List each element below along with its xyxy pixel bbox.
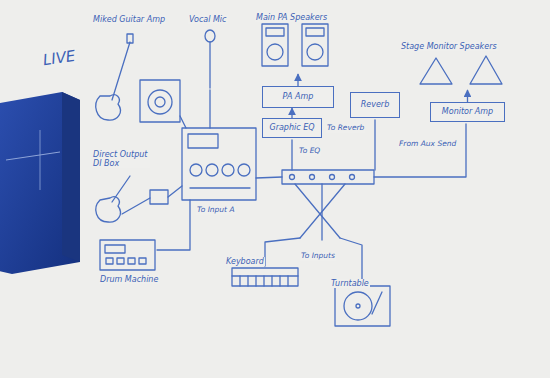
device-label: Stage Monitor Speakers <box>400 42 498 51</box>
di-box-group: Direct Output DI Box <box>92 150 172 225</box>
turntable-icon <box>335 286 390 326</box>
cable-note: To EQ <box>298 147 321 156</box>
device-label: Miked Guitar Amp <box>92 15 166 24</box>
signal-arrow <box>297 74 298 86</box>
keyboard-icon <box>232 268 298 286</box>
drum-machine-icon <box>100 240 155 270</box>
electric-guitar-icon <box>96 176 130 222</box>
pa-speaker-icon <box>262 24 328 66</box>
electric-guitar-icon <box>96 34 133 120</box>
signal-arrow <box>291 108 292 118</box>
box-label: Reverb <box>360 100 391 109</box>
cable-note: To Inputs <box>300 252 336 261</box>
patch-bay-icon <box>282 170 374 240</box>
eq-box: Graphic EQ <box>262 118 322 138</box>
amp-box: PA Amp <box>262 86 334 108</box>
signal-arrow <box>467 90 468 102</box>
keyboard-group: Keyboard <box>225 250 305 290</box>
blue-device-box <box>0 92 80 274</box>
stage-monitor-group: Stage Monitor Speakers <box>400 35 510 90</box>
effects-box: Reverb <box>350 92 400 118</box>
cable-note: To Input A <box>196 206 236 215</box>
amp-box: Monitor Amp <box>430 102 505 122</box>
drum-machine-group: Drum Machine <box>95 228 170 284</box>
stage-monitor-icon <box>420 56 502 84</box>
sketch-title: LIVE <box>41 48 78 70</box>
device-label: Main PA Speakers <box>255 13 328 22</box>
box-label: Graphic EQ <box>268 123 315 132</box>
box-label: Monitor Amp <box>441 107 494 116</box>
device-label: Vocal Mic <box>188 15 228 24</box>
guitar-amp-group: Miked Guitar Amp <box>92 8 187 128</box>
turntable-group: Turntable <box>330 272 395 330</box>
device-label: Keyboard <box>225 257 265 266</box>
device-label: Turntable <box>330 279 370 288</box>
mixer-console-icon <box>182 128 256 200</box>
guitar-amp-icon <box>140 80 180 122</box>
device-label: Direct Output DI Box <box>92 150 150 168</box>
cable-note: From Aux Send <box>398 140 457 149</box>
device-label: Drum Machine <box>99 275 159 284</box>
pa-speaker-group: Main PA Speakers <box>255 6 340 74</box>
box-label: PA Amp <box>282 92 315 101</box>
vocal-mic-group: Vocal Mic <box>188 8 236 92</box>
cable-note: To Reverb <box>326 124 365 133</box>
di-box-icon <box>122 190 168 214</box>
signal-cable <box>157 90 466 286</box>
vocal-mic-icon <box>205 30 215 88</box>
